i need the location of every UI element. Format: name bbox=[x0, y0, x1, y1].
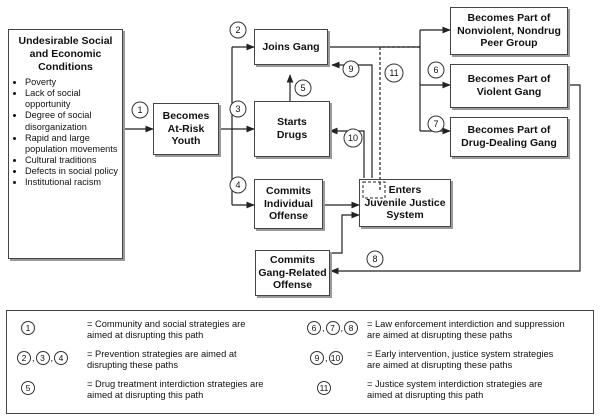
juvenile-justice-box: Enters Juvenile Justice System bbox=[359, 179, 451, 227]
path-number-8-circle: 8 bbox=[366, 250, 384, 268]
starts-drugs-box: Starts Drugs bbox=[254, 101, 330, 157]
path-number-2-circle: 2 bbox=[229, 21, 247, 39]
legend-numbers-3: 5 bbox=[21, 381, 35, 395]
joins-gang-label: Joins Gang bbox=[262, 40, 320, 53]
dashed-junction bbox=[362, 181, 386, 199]
legend-text: = Early intervention, justice system str… bbox=[367, 349, 554, 371]
path-number-4: 4 bbox=[235, 180, 240, 190]
condition-item: Cultural traditions bbox=[25, 155, 120, 166]
path-number-10: 10 bbox=[348, 133, 358, 143]
path-number-4-circle: 4 bbox=[229, 176, 247, 194]
legend-number: 8 bbox=[344, 321, 359, 335]
starts-drugs-label: Starts Drugs bbox=[276, 116, 308, 141]
path-number-5-circle: 5 bbox=[294, 79, 312, 97]
condition-item: Poverty bbox=[25, 77, 120, 88]
path-number-7: 7 bbox=[433, 119, 438, 129]
path-number-1: 1 bbox=[137, 105, 142, 115]
legend-number: 1 bbox=[21, 321, 35, 335]
legend-numbers-5: 9, 10 bbox=[310, 351, 343, 365]
path-number-9: 9 bbox=[348, 64, 353, 74]
nonviolent-peer-group-box: Becomes Part of Nonviolent, Nondrug Peer… bbox=[450, 7, 568, 55]
path-number-5: 5 bbox=[300, 83, 305, 93]
path-number-11: 11 bbox=[389, 68, 398, 78]
path-number-3: 3 bbox=[235, 104, 240, 114]
conditions-list: Poverty Lack of social opportunity Degre… bbox=[9, 77, 122, 187]
path-number-1-circle: 1 bbox=[131, 101, 149, 119]
legend-text: = Community and social strategies are ai… bbox=[87, 319, 246, 341]
legend-number: 2 bbox=[17, 351, 31, 365]
legend-number: 10 bbox=[328, 351, 343, 365]
drug-dealing-gang-label: Becomes Part of Drug-Dealing Gang bbox=[461, 124, 557, 149]
legend-text: = Justice system interdiction strategies… bbox=[367, 379, 543, 401]
legend-number: 5 bbox=[21, 381, 35, 395]
legend-text: = Prevention strategies are aimed at dis… bbox=[87, 349, 237, 371]
legend-number: 3 bbox=[35, 351, 50, 365]
legend-number: 11 bbox=[317, 381, 331, 395]
legend-text: = Law enforcement interdiction and suppr… bbox=[367, 319, 565, 341]
drug-dealing-gang-box: Becomes Part of Drug-Dealing Gang bbox=[450, 117, 568, 157]
legend-numbers-1: 1 bbox=[21, 321, 35, 335]
at-risk-youth-label: Becomes At-Risk Youth bbox=[162, 109, 210, 148]
violent-gang-label: Becomes Part of Violent Gang bbox=[467, 73, 551, 98]
commits-individual-offense-label: Commits Individual Offense bbox=[263, 184, 313, 223]
legend-number: 6 bbox=[307, 321, 321, 335]
arrow-gang-offense-to-justice bbox=[330, 211, 360, 254]
condition-item: Institutional racism bbox=[25, 177, 120, 188]
legend-numbers-4: 6, 7, 8 bbox=[307, 321, 359, 335]
legend-number: 4 bbox=[54, 351, 69, 365]
path-number-9-circle: 9 bbox=[342, 60, 360, 78]
violent-gang-box: Becomes Part of Violent Gang bbox=[450, 64, 568, 108]
at-risk-youth-box: Becomes At-Risk Youth bbox=[153, 103, 219, 155]
condition-item: Defects in social policy bbox=[25, 166, 120, 177]
conditions-box: Undesirable Social and Economic Conditio… bbox=[8, 29, 123, 259]
condition-item: Rapid and large population movements bbox=[25, 133, 120, 155]
arrow-path-11 bbox=[379, 46, 420, 190]
legend-numbers-6: 11 bbox=[317, 381, 331, 395]
condition-item: Lack of social opportunity bbox=[25, 88, 120, 110]
legend-number: 7 bbox=[325, 321, 340, 335]
juvenile-justice-label: Enters Juvenile Justice System bbox=[364, 183, 446, 222]
path-number-11-circle: 11 bbox=[384, 63, 404, 83]
path-number-7-circle: 7 bbox=[427, 115, 445, 133]
nonviolent-peer-group-label: Becomes Part of Nonviolent, Nondrug Peer… bbox=[457, 11, 561, 50]
legend-number: 9 bbox=[310, 351, 324, 365]
legend-text: = Drug treatment interdiction strategies… bbox=[87, 379, 264, 401]
path-number-10-circle: 10 bbox=[343, 128, 363, 148]
path-number-6-circle: 6 bbox=[427, 61, 445, 79]
gang-related-offense-label: Commits Gang-Related Offense bbox=[258, 253, 327, 292]
conditions-title: Undesirable Social and Economic Conditio… bbox=[18, 35, 113, 73]
path-number-3-circle: 3 bbox=[229, 100, 247, 118]
path-number-8: 8 bbox=[372, 254, 377, 264]
joins-gang-box: Joins Gang bbox=[254, 29, 328, 65]
arrow-path-10 bbox=[329, 127, 365, 178]
path-number-2: 2 bbox=[235, 25, 240, 35]
gang-related-offense-box: Commits Gang-Related Offense bbox=[255, 250, 330, 296]
legend-numbers-2: 2, 3, 4 bbox=[17, 351, 69, 365]
legend-box: 1 = Community and social strategies are … bbox=[6, 310, 594, 414]
path-number-6: 6 bbox=[433, 65, 438, 75]
arrow-path-8 bbox=[330, 84, 581, 275]
arrow-path-9 bbox=[331, 61, 373, 178]
commits-individual-offense-box: Commits Individual Offense bbox=[254, 179, 323, 229]
condition-item: Degree of social disorganization bbox=[25, 110, 120, 132]
